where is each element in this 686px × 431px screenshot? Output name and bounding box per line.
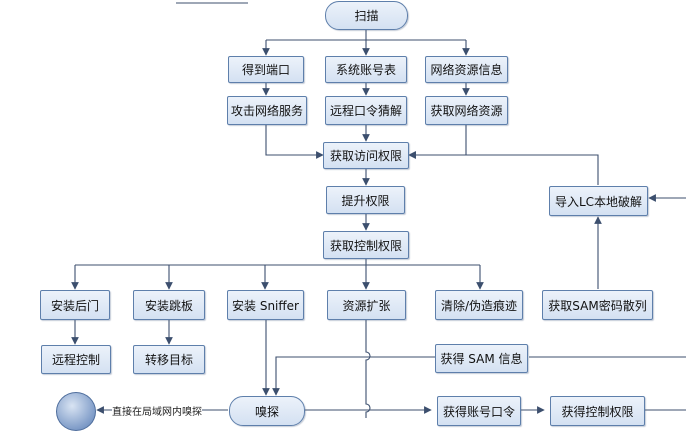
node-system-account: 系统账号表 [325,56,407,83]
node-get-net-resource: 获取网络资源 [425,96,508,125]
node-get-account-pw: 获得账号口令 [437,396,521,426]
label-direct-lan-sniff: 直接在局域网内嗅探 [112,403,202,418]
node-scan: 扫描 [325,1,408,30]
lan-host-circle [56,392,96,431]
node-attack-net-service: 攻击网络服务 [227,96,307,125]
node-get-sam-info: 获得 SAM 信息 [435,344,528,373]
node-clear-traces: 清除/伪造痕迹 [435,290,523,320]
node-install-backdoor: 安装后门 [40,290,110,320]
node-net-resource-info: 网络资源信息 [425,56,508,83]
node-resource-expand: 资源扩张 [327,290,406,320]
node-get-sam-hash: 获取SAM密码散列 [542,290,653,320]
node-import-lc: 导入LC本地破解 [549,186,648,216]
node-get-port: 得到端口 [228,56,304,83]
node-install-pivot: 安装跳板 [133,290,205,320]
node-escalate: 提升权限 [326,186,405,214]
node-get-access: 获取访问权限 [323,142,409,169]
node-install-sniffer: 安装 Sniffer [227,290,304,320]
node-remote-control: 远程控制 [41,345,111,374]
node-move-target: 转移目标 [133,345,205,374]
node-sniff: 嗅探 [229,396,305,426]
node-get-control: 获取控制权限 [323,231,409,259]
node-get-control2: 获得控制权限 [550,396,645,426]
node-remote-pw-guess: 远程口令猜解 [325,96,407,125]
